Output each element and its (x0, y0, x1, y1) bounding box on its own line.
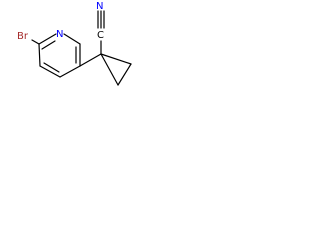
bond-c5-c6 (38, 43, 41, 67)
bond-c6-br (31, 39, 40, 45)
bond-c4-c5 (39, 65, 61, 78)
molecule-structure: Br N C N (17, 1, 132, 86)
bond-c6-n1 (38, 33, 57, 45)
bond-c3-cq (79, 53, 102, 67)
bond-n1-c2 (63, 33, 81, 45)
bond-c3-c4 (59, 65, 81, 78)
bond-cq-cpb (100, 53, 132, 65)
atom-label-nitrile-nitrogen: N (96, 1, 103, 12)
bond-cq-cpa (100, 53, 119, 86)
atom-label-bromine: Br (17, 31, 29, 42)
bond-c6-n1-inner (41, 40, 56, 50)
bond-c4-c5-inner (43, 62, 60, 73)
atom-label-nitrile-carbon: C (97, 30, 104, 41)
atom-label-pyridine-nitrogen: N (56, 29, 63, 40)
bond-cpa-cpb (117, 63, 132, 86)
